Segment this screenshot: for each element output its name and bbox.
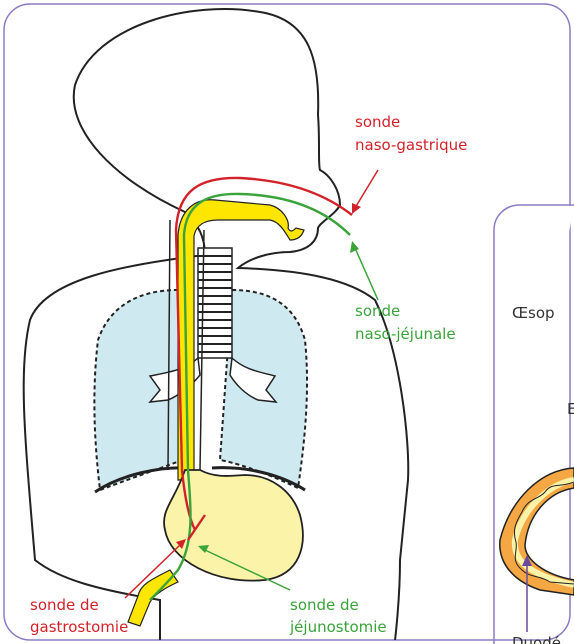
label-estomac-partial: E xyxy=(567,400,574,418)
label-naso-gastrique-line2: naso-gastrique xyxy=(355,136,467,154)
label-gastrostomie-line1: sonde de xyxy=(30,596,99,614)
label-jejunostomie-line1: sonde de xyxy=(290,596,359,614)
label-gastrostomie-line2: gastrostomie xyxy=(30,618,128,636)
label-oesophage-partial: Œsop xyxy=(512,304,555,322)
label-naso-jejunale-line2: naso-jéjunale xyxy=(355,325,456,343)
label-naso-gastrique-line1: sonde xyxy=(355,113,400,131)
label-naso-jejunale-line1: sonde xyxy=(355,302,400,320)
label-jejunostomie-line2: jéjunostomie xyxy=(289,618,387,636)
label-duodenum-partial: Duodé xyxy=(512,634,561,644)
